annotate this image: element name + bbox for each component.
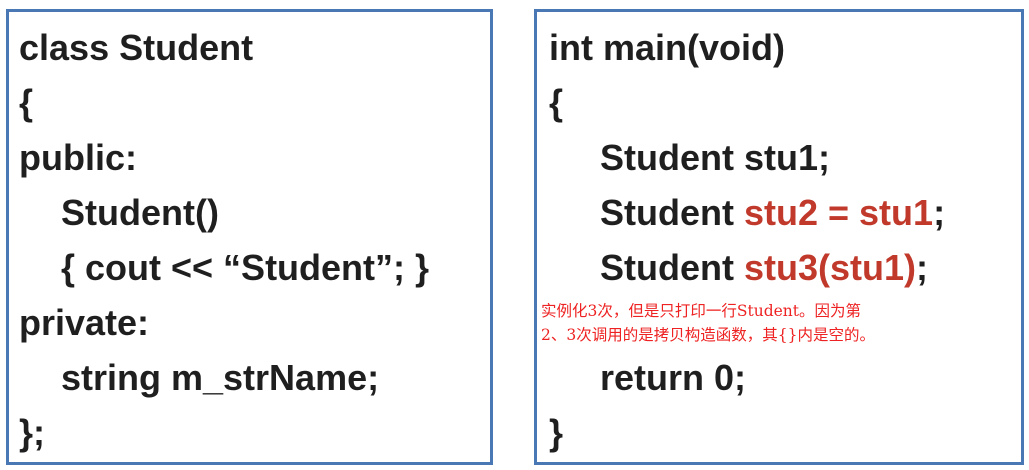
code-line-constructor: Student() bbox=[61, 192, 219, 233]
code-line-open-brace: { bbox=[549, 82, 564, 123]
code-line-constructor-body: { cout << “Student”; } bbox=[61, 247, 430, 288]
copy-ctor-highlight: stu3(stu1) bbox=[743, 247, 917, 288]
semicolon: ; bbox=[933, 192, 946, 233]
annotation-note: 实例化3次，但是只打印一行Student。因为第 2、3次调用的是拷贝构造函数，… bbox=[541, 299, 1021, 347]
code-line-close-brace: }; bbox=[19, 412, 45, 453]
code-type: Student bbox=[600, 247, 744, 288]
code-line-class-decl: class Student bbox=[19, 27, 254, 68]
semicolon: ; bbox=[916, 247, 929, 288]
class-definition-panel: class Student { public: Student() { cout… bbox=[6, 9, 493, 465]
code-type: Student bbox=[600, 192, 744, 233]
code-line-open-brace: { bbox=[19, 82, 34, 123]
copy-init-highlight: stu2 = stu1 bbox=[743, 192, 934, 233]
code-line-member: string m_strName; bbox=[61, 357, 380, 398]
annotation-line-1: 实例化3次，但是只打印一行Student。因为第 bbox=[541, 302, 861, 320]
code-line-stu2: Student stu2 = stu1; bbox=[600, 193, 945, 233]
code-line-return: return 0; bbox=[600, 357, 747, 398]
code-line-public: public: bbox=[19, 137, 137, 178]
main-function-panel: int main(void) { Student stu1; Student s… bbox=[534, 9, 1024, 465]
annotation-line-2: 2、3次调用的是拷贝构造函数，其{}内是空的。 bbox=[541, 326, 875, 344]
code-line-main-decl: int main(void) bbox=[549, 27, 785, 68]
code-line-stu1: Student stu1; bbox=[600, 137, 830, 178]
code-line-close-brace: } bbox=[549, 412, 564, 453]
code-line-stu3: Student stu3(stu1); bbox=[600, 248, 928, 288]
code-line-private: private: bbox=[19, 302, 150, 343]
